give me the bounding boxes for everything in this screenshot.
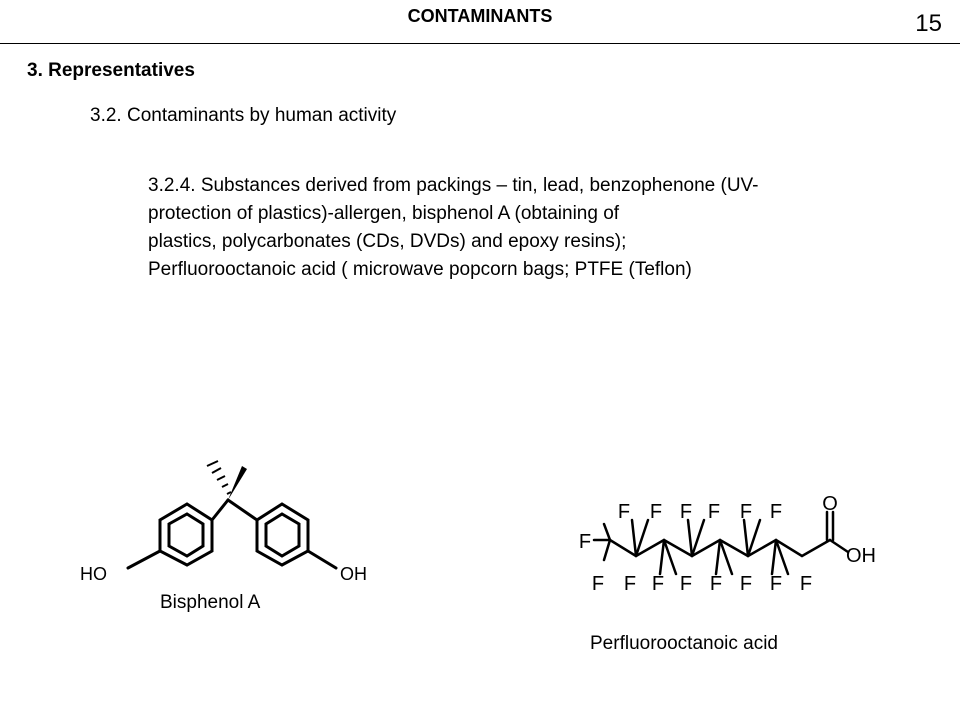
pfoa-atom-f: F bbox=[770, 501, 782, 523]
pfoa-atom-o: O bbox=[822, 493, 838, 515]
paragraph-line: 3.2.4. Substances derived from packings … bbox=[148, 175, 759, 196]
paragraph-line: plastics, polycarbonates (CDs, DVDs) and… bbox=[148, 231, 627, 252]
bpa-label-ho: HO bbox=[80, 564, 107, 584]
header-title: CONTAMINANTS bbox=[407, 6, 553, 26]
pfoa-atom-f: F bbox=[680, 573, 692, 595]
header-rule bbox=[0, 43, 960, 44]
body-paragraph: 3.2.4. Substances derived from packings … bbox=[148, 172, 948, 284]
pfoa-atom-f: F bbox=[680, 501, 692, 523]
pfoa-label-oh: OH bbox=[846, 545, 876, 567]
pfoa-atom-f: F bbox=[652, 573, 664, 595]
pfoa-atom-f: F bbox=[710, 573, 722, 595]
paragraph-line: protection of plastics)-allergen, bisphe… bbox=[148, 203, 620, 224]
pfoa-atom-f: F bbox=[740, 501, 752, 523]
pfoa-atom-f: F bbox=[740, 573, 752, 595]
pfoa-atom-f: F bbox=[800, 573, 812, 595]
pfoa-atom-f: F bbox=[579, 531, 591, 553]
pfoa-atom-f: F bbox=[770, 573, 782, 595]
bpa-label-oh: OH bbox=[340, 564, 367, 584]
subsection-heading: 3.2. Contaminants by human activity bbox=[90, 105, 397, 126]
pfoa-atom-f: F bbox=[592, 573, 604, 595]
pfoa-atom-f: F bbox=[624, 573, 636, 595]
bisphenol-a-caption: Bisphenol A bbox=[160, 592, 261, 613]
pfoa-caption: Perfluorooctanoic acid bbox=[590, 633, 778, 654]
page-number: 15 bbox=[915, 10, 942, 37]
pfoa-atom-f: F bbox=[650, 501, 662, 523]
paragraph-line: Perfluorooctanoic acid ( microwave popco… bbox=[148, 259, 692, 280]
section-heading: 3. Representatives bbox=[27, 60, 195, 81]
pfoa-atom-f: F bbox=[618, 501, 630, 523]
pfoa-atom-f: F bbox=[708, 501, 720, 523]
